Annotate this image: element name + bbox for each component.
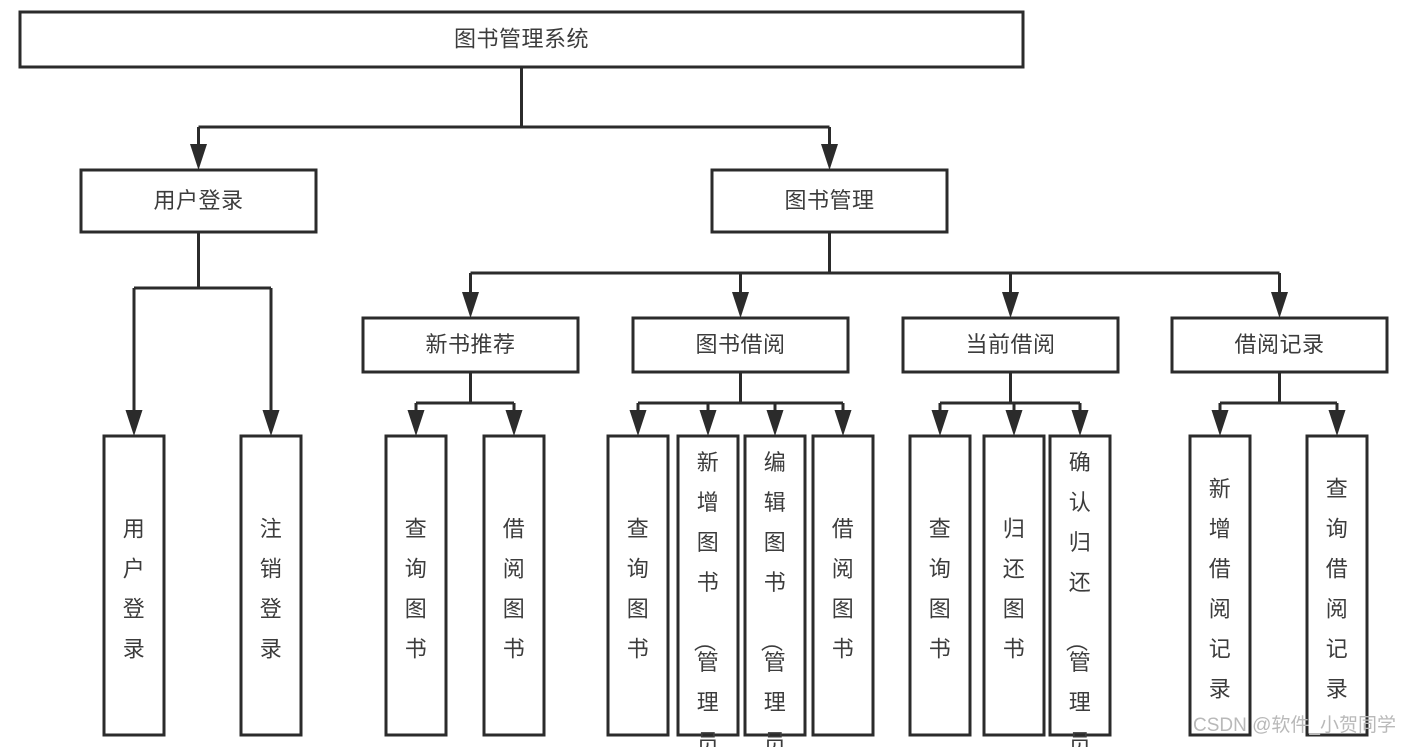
arrow-head xyxy=(505,410,523,436)
node-box[interactable] xyxy=(676,434,740,737)
arrow-head xyxy=(262,410,280,436)
csdn-watermark: CSDN @软件_小贺同学 xyxy=(1193,714,1396,736)
node-leaf_user_login[interactable]: 用户登录 xyxy=(102,434,166,737)
arrow-head xyxy=(732,292,749,318)
node-box[interactable] xyxy=(1188,434,1252,737)
node-box[interactable] xyxy=(239,434,303,737)
arrow-head xyxy=(834,410,852,436)
arrow-head xyxy=(1328,410,1346,436)
node-leaf_logout[interactable]: 注销登录 xyxy=(239,434,303,737)
node-label: 图书管理 xyxy=(784,188,874,213)
node-leaf_edit_book[interactable]: 编辑图书（管理员） xyxy=(743,434,807,747)
node-leaf_confirm_return[interactable]: 确认归还（管理员） xyxy=(1048,434,1112,747)
node-label: 注销登录 xyxy=(260,517,283,662)
node-box[interactable] xyxy=(606,434,670,737)
arrow-head xyxy=(1005,410,1023,436)
arrow-head xyxy=(1271,292,1288,318)
arrow-head xyxy=(931,410,949,436)
node-box[interactable] xyxy=(631,316,850,374)
node-label: 借阅图书 xyxy=(832,517,855,662)
node-label: 查询图书 xyxy=(627,517,650,662)
node-label: 新增图书（管理员） xyxy=(692,450,720,747)
node-book_borrow[interactable]: 图书借阅 xyxy=(631,316,850,374)
node-label: 借阅图书 xyxy=(503,517,526,662)
node-box[interactable] xyxy=(982,434,1046,737)
node-root[interactable]: 图书管理系统 xyxy=(18,10,1025,69)
node-label: 用户登录 xyxy=(153,188,243,213)
node-box[interactable] xyxy=(1170,316,1389,374)
node-box[interactable] xyxy=(811,434,875,737)
connector-group-new_book_rec xyxy=(407,372,523,436)
arrow-head xyxy=(190,144,207,170)
node-box[interactable] xyxy=(384,434,448,737)
node-label: 查询借阅记录 xyxy=(1326,477,1349,702)
node-borrow_record[interactable]: 借阅记录 xyxy=(1170,316,1389,374)
connector-group-current_borrow xyxy=(931,372,1089,436)
node-new_book_rec[interactable]: 新书推荐 xyxy=(361,316,580,374)
connector-group-book_manage xyxy=(462,232,1288,318)
node-label: 图书管理系统 xyxy=(454,26,589,51)
node-label: 查询图书 xyxy=(929,517,952,662)
arrow-head xyxy=(766,410,784,436)
arrow-head xyxy=(629,410,647,436)
node-leaf_borrow_book_1[interactable]: 借阅图书 xyxy=(482,434,546,737)
node-current_borrow[interactable]: 当前借阅 xyxy=(901,316,1120,374)
node-label: 编辑图书（管理员） xyxy=(759,450,787,747)
node-box[interactable] xyxy=(1305,434,1369,737)
node-label: 新增借阅记录 xyxy=(1209,477,1232,702)
node-label: 图书借阅 xyxy=(695,332,785,357)
node-label: 查询图书 xyxy=(405,517,428,662)
node-box[interactable] xyxy=(79,168,318,234)
node-box[interactable] xyxy=(1048,434,1112,737)
node-box[interactable] xyxy=(102,434,166,737)
node-leaf_add_record[interactable]: 新增借阅记录 xyxy=(1188,434,1252,737)
arrow-head xyxy=(462,292,479,318)
arrow-head xyxy=(1071,410,1089,436)
node-leaf_query_book_3[interactable]: 查询图书 xyxy=(908,434,972,737)
node-label: 当前借阅 xyxy=(965,332,1055,357)
connector-group-book_borrow xyxy=(629,372,852,436)
node-box[interactable] xyxy=(908,434,972,737)
node-leaf_query_book_1[interactable]: 查询图书 xyxy=(384,434,448,737)
node-book_manage[interactable]: 图书管理 xyxy=(710,168,949,234)
arrow-head xyxy=(125,410,143,436)
arrow-head xyxy=(1211,410,1229,436)
node-leaf_borrow_book_2[interactable]: 借阅图书 xyxy=(811,434,875,737)
node-leaf_add_book[interactable]: 新增图书（管理员） xyxy=(676,434,740,747)
node-box[interactable] xyxy=(710,168,949,234)
node-label: 新书推荐 xyxy=(425,332,515,357)
node-label: 归还图书 xyxy=(1003,517,1026,662)
arrow-head xyxy=(407,410,425,436)
node-layer: 图书管理系统用户登录图书管理新书推荐图书借阅当前借阅借阅记录用户登录注销登录查询… xyxy=(18,10,1389,747)
node-label: 用户登录 xyxy=(123,517,146,662)
node-label: 确认归还（管理员） xyxy=(1064,450,1092,747)
connector-group-borrow_record xyxy=(1211,372,1346,436)
connector-group-user_login xyxy=(125,232,280,436)
arrow-head xyxy=(699,410,717,436)
node-box[interactable] xyxy=(361,316,580,374)
node-label: 借阅记录 xyxy=(1234,332,1324,357)
connector-layer xyxy=(125,67,1346,436)
node-leaf_return_book[interactable]: 归还图书 xyxy=(982,434,1046,737)
arrow-head xyxy=(1002,292,1019,318)
arrow-head xyxy=(821,144,838,170)
node-user_login[interactable]: 用户登录 xyxy=(79,168,318,234)
connector-group-root xyxy=(190,67,838,170)
node-box[interactable] xyxy=(18,10,1025,69)
node-box[interactable] xyxy=(901,316,1120,374)
node-leaf_query_record[interactable]: 查询借阅记录 xyxy=(1305,434,1369,737)
node-box[interactable] xyxy=(743,434,807,737)
node-leaf_query_book_2[interactable]: 查询图书 xyxy=(606,434,670,737)
node-box[interactable] xyxy=(482,434,546,737)
